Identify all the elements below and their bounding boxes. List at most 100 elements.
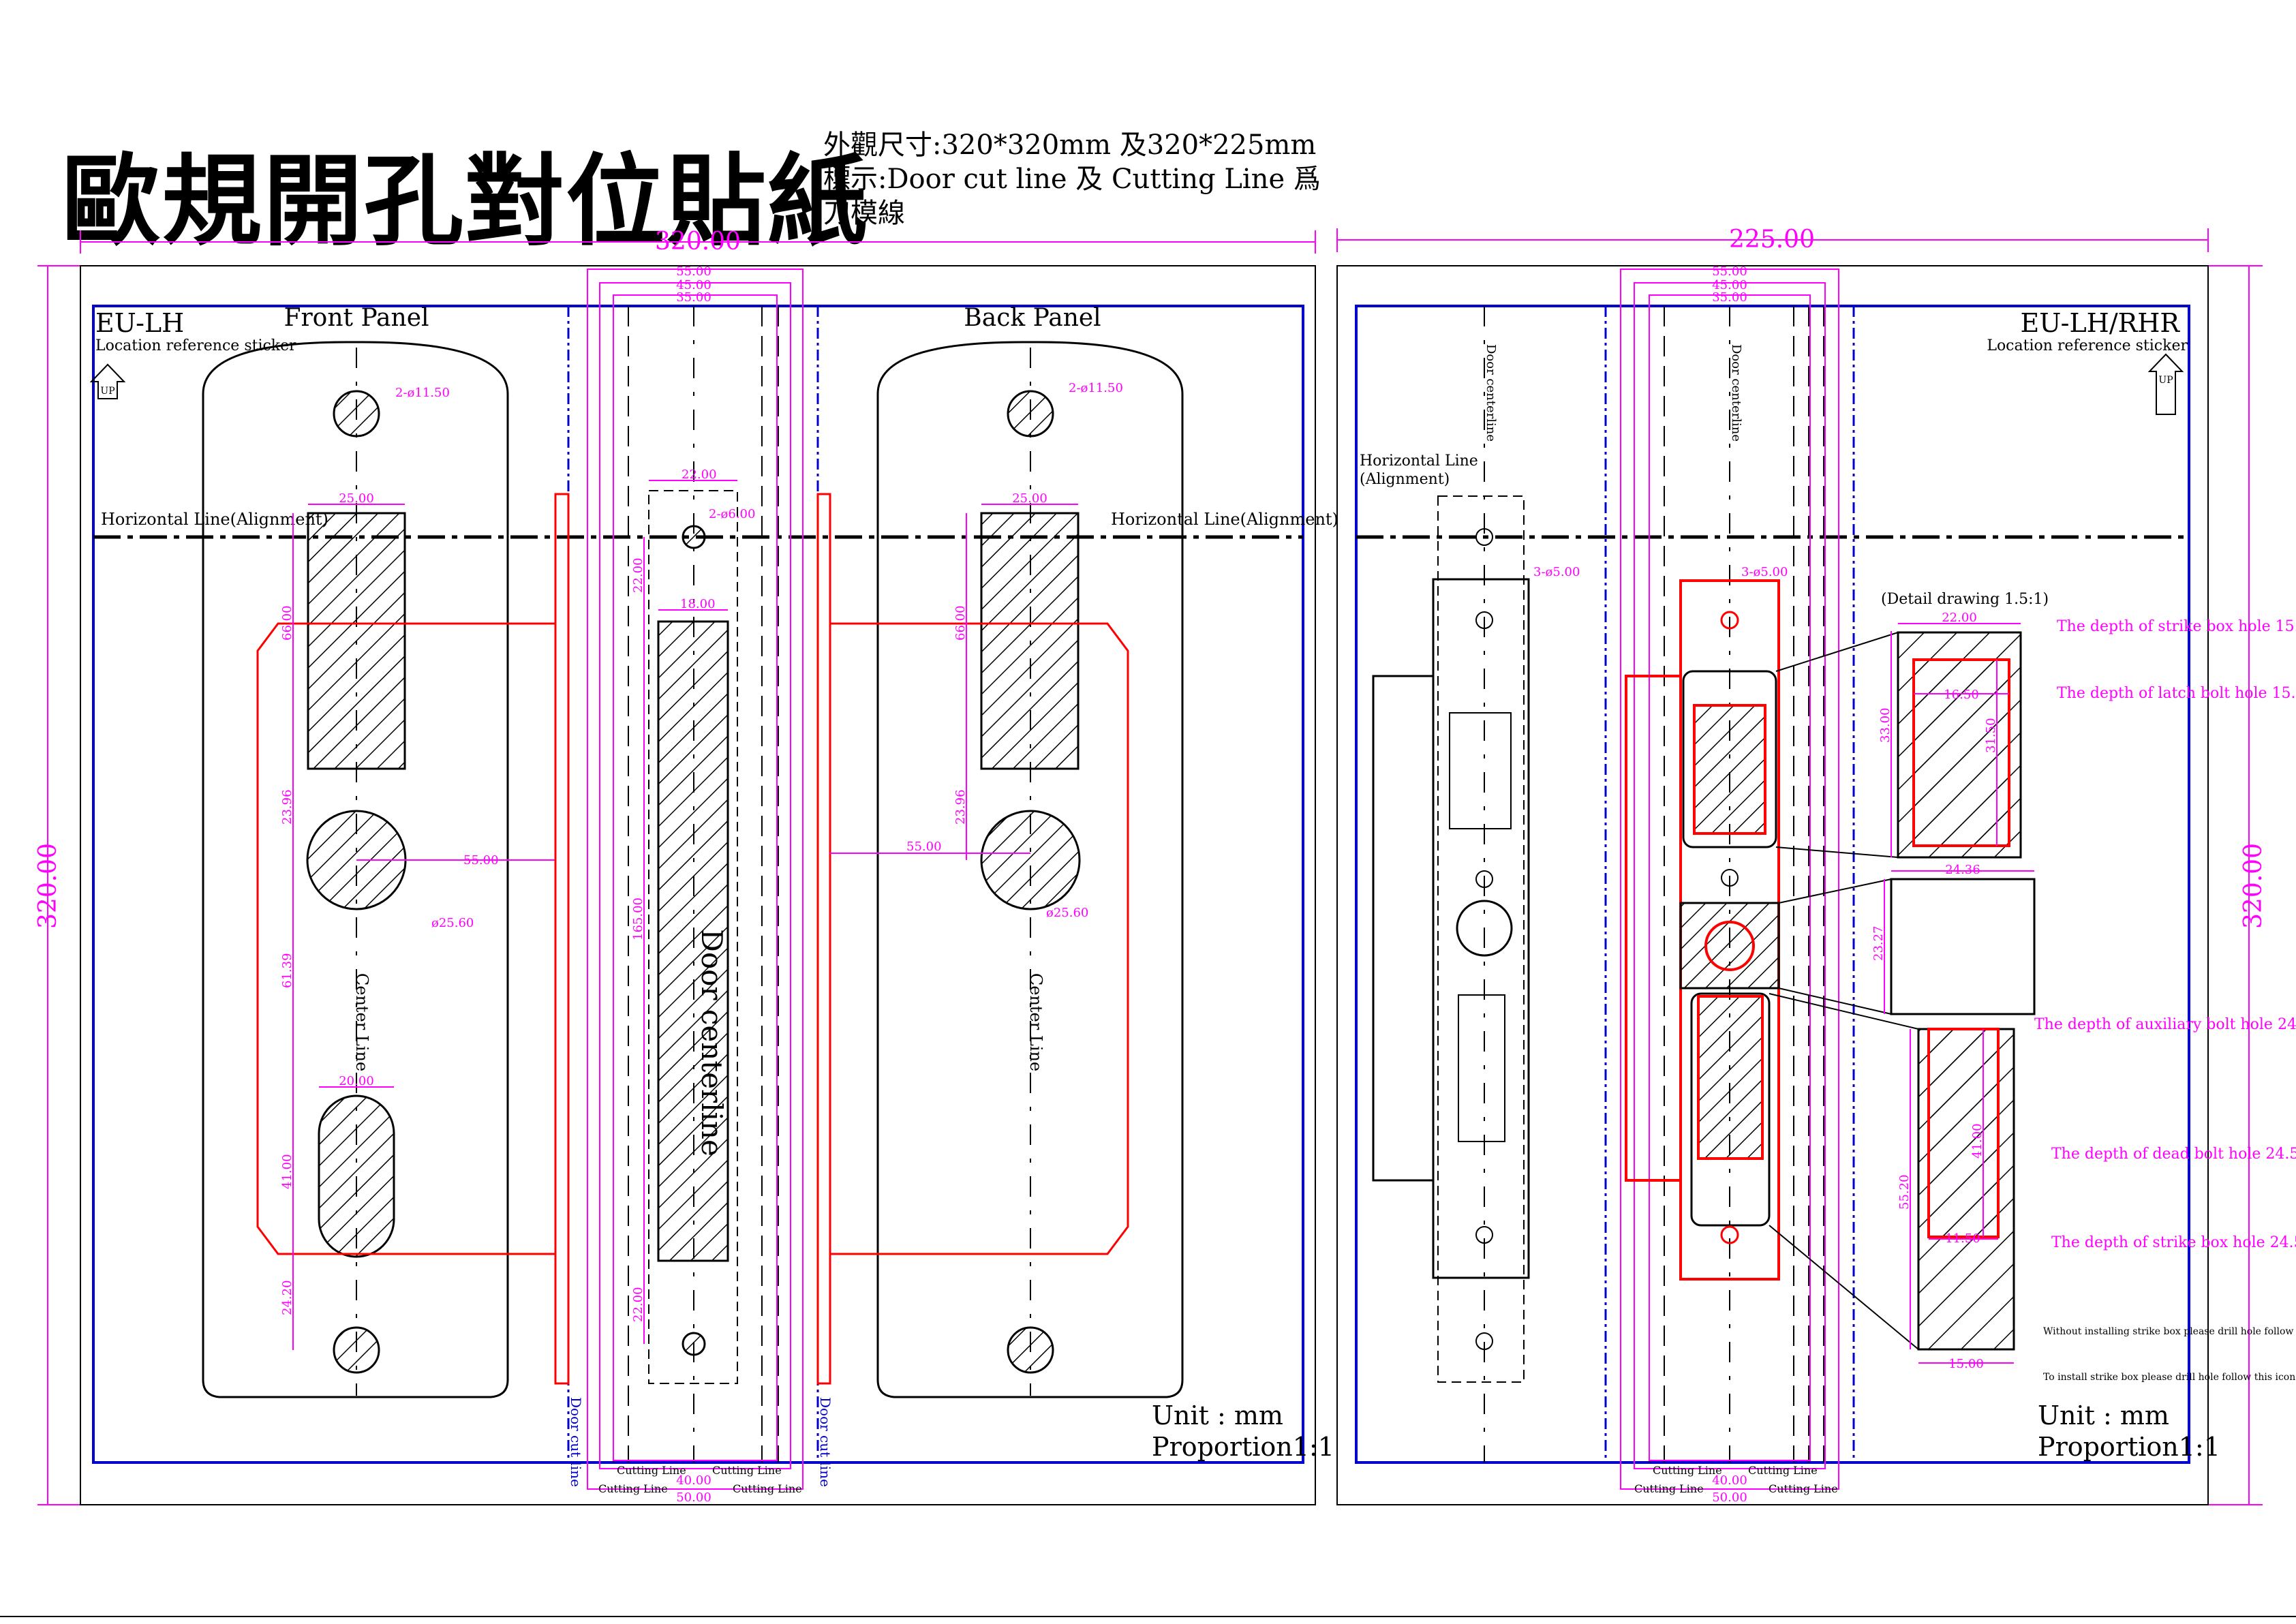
- back-dims: [830, 504, 1078, 860]
- right-sheet-outline: [1336, 265, 2209, 1505]
- svg-text:66.00: 66.00: [280, 605, 294, 641]
- door-centerline-label: Door centerline: [695, 929, 729, 1156]
- detail-leader-lines: [1769, 632, 1919, 1350]
- front-dim-labels: 25.00 66.00 23.96 55.00 61.39 20.00 41.0…: [280, 491, 499, 1315]
- edge-bottom-screw-hole: [682, 1332, 706, 1356]
- lock-aux-bolt: [1456, 900, 1513, 957]
- left-width-dim: 320.00: [655, 228, 741, 256]
- svg-text:Cutting Line: Cutting Line: [1653, 1464, 1722, 1477]
- back-hole-mid-label: ø25.60: [1046, 906, 1088, 920]
- svg-text:22.00: 22.00: [631, 1287, 645, 1322]
- svg-text:33.00: 33.00: [1878, 707, 1893, 743]
- spec-line-marking: 標示:Door cut line 及 Cutting Line 爲: [823, 164, 1321, 195]
- detail-latch-hole: [1912, 658, 2010, 847]
- left-blue-border: [92, 305, 1304, 1464]
- back-panel-outline: [876, 341, 1184, 1398]
- svg-text:22.00: 22.00: [1942, 611, 1977, 625]
- strike-aux-hole: [1704, 921, 1755, 971]
- spec-line-die-cut: 刀模線: [823, 198, 905, 229]
- spec-line-size: 外觀尺寸:320*320mm 及320*225mm: [823, 129, 1317, 161]
- detail-title: (Detail drawing 1.5:1): [1881, 591, 2049, 608]
- front-center-line-label: Center Line: [352, 973, 371, 1071]
- left-dim-40: 40.00: [676, 1473, 711, 1488]
- note-latch-depth: The depth of latch bolt hole 15.3mm: [2057, 685, 2296, 702]
- strike-top-dim-labels: 55.00 45.00 35.00: [1712, 264, 1747, 305]
- svg-text:23.96: 23.96: [953, 789, 968, 825]
- svg-text:Cutting Line: Cutting Line: [617, 1464, 686, 1477]
- svg-text:31.50: 31.50: [1984, 718, 1998, 753]
- svg-text:25.00: 25.00: [1012, 491, 1047, 506]
- back-hole-top-label: 2-ø11.50: [1069, 381, 1123, 395]
- strike-dead-hole: [1697, 995, 1764, 1160]
- note-strike-depth-2: The depth of strike box hole 24.5mm: [2051, 1234, 2296, 1251]
- back-red-outline: [830, 622, 1129, 1255]
- strike-aux-cutout: [1679, 902, 1780, 990]
- left-proportion: Proportion1:1: [1152, 1432, 1334, 1462]
- edge-red-left: [554, 493, 570, 1385]
- lock-screw-4: [1475, 1332, 1493, 1350]
- back-panel-label: Back Panel: [964, 304, 1101, 332]
- edge-small-hole-label: 2-ø6.00: [709, 507, 755, 521]
- right-up-label: UP: [2158, 375, 2173, 386]
- back-top-hole: [1007, 390, 1054, 438]
- left-up-label: UP: [100, 386, 114, 397]
- left-dim-50: 50.00: [676, 1490, 711, 1505]
- door-cut-line-label-a: Door cut line: [568, 1397, 584, 1487]
- strike-box-lower: [1690, 992, 1771, 1227]
- right-dim-40: 40.00: [1712, 1473, 1747, 1488]
- svg-text:61.39: 61.39: [280, 953, 294, 988]
- svg-text:Cutting Line: Cutting Line: [733, 1482, 802, 1495]
- svg-text:20.00: 20.00: [339, 1074, 374, 1088]
- right-cutting-lines: Cutting Line Cutting Line Cutting Line C…: [1634, 1464, 1838, 1495]
- left-up-arrow-icon: [89, 363, 126, 399]
- svg-text:41.00: 41.00: [1970, 1123, 1985, 1159]
- svg-text:Cutting Line: Cutting Line: [1769, 1482, 1838, 1495]
- note-strike-depth-1: The depth of strike box hole 15.3mm: [2057, 618, 2296, 635]
- strike-door-centerline-label: Door centerline: [1729, 344, 1743, 442]
- edge-top-dims: [587, 269, 803, 1490]
- front-oval-cutout: [318, 1094, 395, 1258]
- edge-vertical-dims: [643, 537, 728, 1344]
- svg-text:24.20: 24.20: [280, 1280, 294, 1315]
- svg-text:22.00: 22.00: [631, 557, 645, 593]
- svg-text:23.27: 23.27: [1871, 925, 1886, 961]
- svg-text:35.00: 35.00: [1712, 290, 1747, 305]
- front-hole-mid-label: ø25.60: [431, 916, 474, 930]
- svg-text:55.20: 55.20: [1897, 1174, 1912, 1210]
- detail-notes: The depth of strike box hole 15.3mm The …: [2034, 618, 2296, 1251]
- detail-dim-labels: 22.00 16.50 33.00 31.50 24.36 23.27 41.0…: [1871, 611, 1998, 1371]
- strike-screw-bottom: [1720, 1225, 1739, 1244]
- right-hline-label-2: (Alignment): [1360, 471, 1450, 488]
- lock-dead-slot: [1458, 994, 1505, 1142]
- right-hline-label-1: Horizontal Line: [1360, 453, 1478, 470]
- edge-red-right: [816, 493, 831, 1385]
- lock-faceplate-dashed: [1437, 495, 1525, 1383]
- front-panel-outline: [202, 341, 509, 1398]
- svg-text:55.00: 55.00: [906, 840, 942, 854]
- left-height-dim: 320.00: [34, 843, 62, 929]
- lock-faceplate: [1432, 578, 1530, 1279]
- svg-text:18.00: 18.00: [680, 597, 716, 611]
- svg-text:55.00: 55.00: [463, 853, 499, 868]
- left-code: EU-LH: [95, 308, 184, 338]
- lock-screw-2: [1475, 870, 1493, 888]
- svg-text:11.50: 11.50: [1945, 1231, 1980, 1246]
- left-sticker-label: Location reference sticker: [95, 337, 296, 354]
- right-sticker-label: Location reference sticker: [1987, 337, 2188, 354]
- front-bottom-hole: [333, 1326, 380, 1374]
- front-panel-label: Front Panel: [284, 304, 429, 332]
- note-dead-depth: The depth of dead bolt hole 24.5mm: [2051, 1146, 2296, 1163]
- lock-screw-3: [1475, 1226, 1493, 1244]
- right-width-dim: 225.00: [1729, 226, 1815, 254]
- right-height-dim: 320.00: [2239, 843, 2267, 929]
- strike-latch-hole: [1693, 704, 1766, 835]
- door-cut-line-label-b: Door cut line: [817, 1397, 833, 1487]
- edge-top-dim-labels: 55.00 45.00 35.00: [676, 264, 711, 305]
- right-up-arrow-icon: [2147, 353, 2184, 415]
- lock-case: [1372, 675, 1435, 1182]
- svg-text:55.00: 55.00: [676, 264, 711, 279]
- note-install-strike-box: To install strike box please drill hole …: [2043, 1372, 2295, 1383]
- lock-latch-slot: [1449, 712, 1512, 829]
- svg-text:165.00: 165.00: [631, 898, 645, 940]
